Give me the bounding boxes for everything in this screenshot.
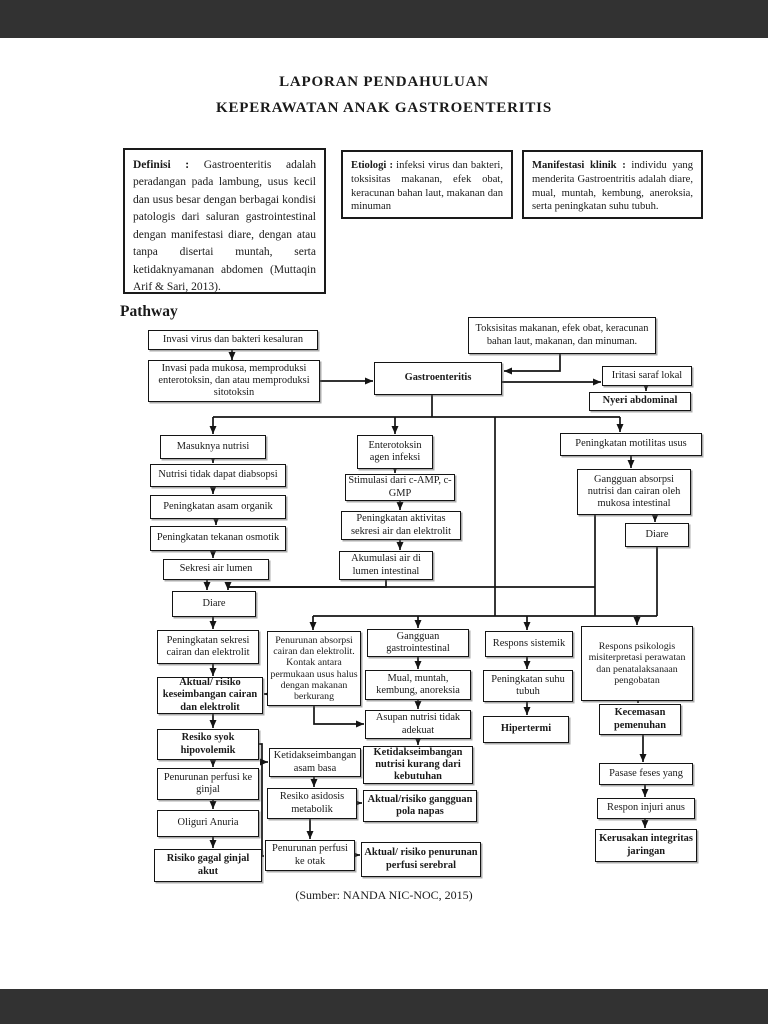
manifestasi-label: Manifestasi klinik :: [532, 160, 626, 171]
viewer-top-bar: [0, 0, 768, 38]
node-aktual-risiko-cairan: Aktual/ risiko keseimbangan cairan dan e…: [157, 677, 263, 714]
node-mual-muntah: Mual, muntah, kembung, anoreksia: [365, 670, 471, 700]
connector: [313, 706, 364, 728]
source-citation: (Sumber: NANDA NIC-NOC, 2015): [295, 888, 473, 902]
manifestasi-box: Manifestasi klinik : individu yang mende…: [522, 150, 703, 219]
node-kecemasan: Kecemasan pemenuhan: [599, 704, 681, 735]
node-sekresi-air-lumen: Sekresi air lumen: [163, 559, 269, 580]
node-gangguan-absorpsi: Gangguan absorpsi nutrisi dan cairan ole…: [577, 469, 691, 515]
node-resiko-syok: Resiko syok hipovolemik: [157, 729, 259, 760]
node-diare-kiri: Diare: [172, 591, 256, 617]
node-enterotoksin: Enterotoksin agen infeksi: [357, 435, 433, 469]
node-asupan-nutrisi: Asupan nutrisi tidak adekuat: [365, 710, 471, 739]
node-suhu-tubuh: Peningkatan suhu tubuh: [483, 670, 573, 702]
node-peningkatan-sekresi: Peningkatan sekresi cairan dan elektroli…: [157, 630, 259, 664]
viewer-bottom-bar: [0, 989, 768, 1024]
node-toksisitas: Toksisitas makanan, efek obat, keracunan…: [468, 317, 656, 354]
etiologi-text: infeksi virus dan bakteri, toksisitas ma…: [351, 160, 503, 213]
node-invasi-virus: Invasi virus dan bakteri kesaluran: [148, 330, 318, 350]
node-nyeri-abdominal: Nyeri abdominal: [589, 392, 691, 411]
connector: [224, 580, 387, 590]
node-asam-basa: Ketidakseimbangan asam basa: [269, 748, 361, 777]
node-diare-kanan: Diare: [625, 523, 689, 547]
node-pola-napas: Aktual/risiko gangguan pola napas: [363, 790, 477, 822]
node-aktivitas-sekresi: Peningkatan aktivitas sekresi air dan el…: [341, 511, 461, 540]
node-nutrisi-diabsopsi: Nutrisi tidak dapat diabsopsi: [150, 464, 286, 487]
node-stimulasi-camp: Stimulasi dari c-AMP, c-GMP: [345, 474, 455, 501]
etiologi-label: Etiologi :: [351, 160, 393, 171]
definisi-box: Definisi : Gastroenteritis adalah perada…: [123, 148, 326, 294]
etiologi-box: Etiologi : infeksi virus dan bakteri, to…: [341, 150, 513, 219]
node-kerusakan-integritas: Kerusakan integritas jaringan: [595, 829, 697, 862]
pathway-heading: Pathway: [120, 303, 178, 320]
connector: [259, 743, 263, 856]
node-penurunan-absorpsi: Penurunan absorpsi cairan dan elektrolit…: [267, 631, 361, 706]
node-gagal-ginjal: Risiko gagal ginjal akut: [154, 849, 262, 882]
node-respons-psikologis: Respons psikologis misiterpretasi perawa…: [581, 626, 693, 701]
node-gastroenteritis: Gastroenteritis: [374, 362, 502, 395]
definisi-text: Gastroenteritis adalah peradangan pada l…: [133, 159, 316, 294]
connector: [504, 354, 561, 375]
node-gangguan-gastrointestinal: Gangguan gastrointestinal: [367, 629, 469, 657]
node-perfusi-otak: Penurunan perfusi ke otak: [265, 840, 355, 871]
document-title-line1: LAPORAN PENDAHULUAN: [279, 74, 489, 90]
node-asam-organik: Peningkatan asam organik: [150, 495, 286, 519]
node-asidosis-metabolik: Resiko asidosis metabolik: [267, 788, 357, 819]
node-respons-sistemik: Respons sistemik: [485, 631, 573, 657]
node-motilitas-usus: Peningkatan motilitas usus: [560, 433, 702, 456]
node-perfusi-ginjal: Penurunan perfusi ke ginjal: [157, 768, 259, 800]
node-akumulasi-air: Akumulasi air di lumen intestinal: [339, 551, 433, 580]
node-nutrisi-kurang: Ketidakseimbangan nutrisi kurang dari ke…: [363, 746, 473, 784]
node-pasase-feses: Pasase feses yang: [599, 763, 693, 785]
manifestasi-text: individu yang menderita Gastroentritis a…: [532, 160, 693, 213]
document-title-line2: KEPERAWATAN ANAK GASTROENTERITIS: [216, 100, 552, 116]
node-oliguri-anuria: Oliguri Anuria: [157, 810, 259, 837]
definisi-label: Definisi :: [133, 159, 190, 171]
node-masuknya-nutrisi: Masuknya nutrisi: [160, 435, 266, 459]
node-injuri-anus: Respon injuri anus: [597, 798, 695, 819]
node-tekanan-osmotik: Peningkatan tekanan osmotik: [150, 526, 286, 551]
node-perfusi-serebral: Aktual/ risiko penurunan perfusi serebra…: [361, 842, 481, 877]
node-invasi-mukosa: Invasi pada mukosa, memproduksi enteroto…: [148, 360, 320, 402]
node-hipertermi: Hipertermi: [483, 716, 569, 743]
node-iritasi-saraf: Iritasi saraf lokal: [602, 366, 692, 386]
